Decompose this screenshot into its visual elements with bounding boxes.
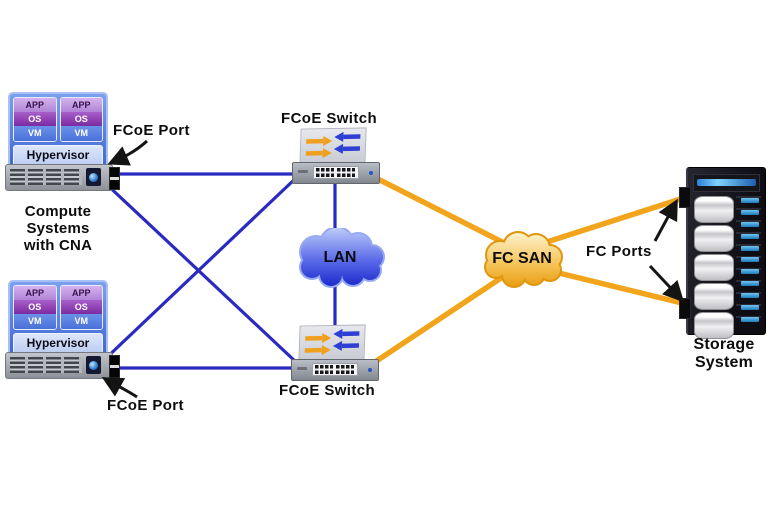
vm-layer: VM	[14, 314, 56, 329]
os-layer: OS	[60, 112, 102, 126]
led-bar-icon	[741, 198, 759, 203]
rack-server	[5, 352, 120, 379]
vm-layer: VM	[60, 314, 102, 329]
fc-san-label: FC SAN	[492, 250, 552, 267]
storage-caption-line: System	[694, 354, 754, 372]
port-group	[337, 168, 355, 177]
app-layer: APP	[60, 286, 102, 300]
led-bar-icon	[741, 233, 759, 239]
fcoe-switch-label-top: FCoE Switch	[281, 110, 378, 127]
switch-ports	[313, 166, 359, 179]
led-bar-icon	[741, 209, 759, 215]
traffic-arrows-glyphs	[304, 328, 360, 356]
fc-ports-label: FC Ports	[586, 243, 652, 260]
led-bar-icon	[741, 221, 759, 227]
vm-layer: VM	[14, 126, 56, 141]
lan-cloud-body	[301, 228, 383, 286]
fcoe-port-label-bottom: FCoE Port	[107, 397, 184, 414]
port-group	[336, 365, 354, 374]
vm-layer: VM	[60, 126, 102, 141]
port-group	[316, 168, 334, 177]
fc-san-cloud-icon	[484, 231, 563, 288]
port-group	[315, 365, 333, 374]
rack-server	[5, 164, 120, 191]
server-vendor-icon	[86, 356, 101, 374]
server-vendor-icon	[86, 168, 101, 186]
hypervisor-label: Hypervisor	[13, 145, 103, 166]
vm-stack: APP OS VM	[13, 285, 57, 330]
hypervisor-chassis: APP OS VM APP OS VM Hypervisor	[8, 280, 108, 359]
storage-system	[679, 167, 766, 339]
lan-cloud-icon	[299, 228, 385, 288]
compute-caption-line: Compute	[24, 203, 92, 220]
disk-stack	[694, 196, 734, 341]
switch-led-icon	[368, 368, 372, 372]
compute-caption-line: Systems	[26, 220, 90, 238]
vendor-dot-icon	[89, 360, 98, 370]
led-bar-icon	[741, 316, 759, 322]
eth-link-host2-switch1	[100, 176, 298, 364]
traffic-arrows-icon	[298, 324, 366, 364]
server-vents	[10, 169, 82, 185]
fcoe-port-1	[109, 167, 120, 190]
vm-stack: APP OS VM	[59, 97, 103, 142]
server-vents	[10, 357, 82, 373]
fc-link-switch1-san	[371, 174, 525, 255]
disk-icon	[694, 312, 734, 339]
switch-chassis	[292, 162, 380, 184]
lan-label: LAN	[323, 249, 357, 266]
disk-icon	[694, 196, 734, 223]
fcoe-port-2	[109, 355, 120, 378]
disk-icon	[694, 283, 734, 310]
fc-san-cloud-body	[486, 233, 561, 286]
app-layer: APP	[14, 286, 56, 300]
vendor-dot-icon	[89, 172, 98, 182]
led-bar-icon	[741, 281, 759, 287]
compute-caption: Compute Systems with CNA	[10, 203, 106, 254]
switch-chassis	[291, 359, 379, 381]
led-bar-icon	[741, 293, 759, 299]
os-layer: OS	[60, 300, 102, 314]
led-bar-icon	[741, 305, 759, 311]
storage-display-bar	[697, 179, 756, 186]
vm-stack: APP OS VM	[13, 97, 57, 142]
led-bar-icon	[741, 257, 759, 263]
storage-led-column	[741, 198, 759, 322]
led-bar-icon	[741, 269, 759, 275]
disk-icon	[694, 254, 734, 281]
os-layer: OS	[14, 300, 56, 314]
storage-caption: Storage System	[680, 336, 768, 372]
led-bar-icon	[741, 245, 759, 251]
fcoe-switch-label-bottom: FCoE Switch	[279, 382, 376, 399]
app-layer: APP	[14, 98, 56, 112]
fc-port-2	[679, 298, 691, 319]
fc-port-1	[679, 187, 691, 208]
fcoe-port-label-top: FCoE Port	[113, 122, 190, 139]
hypervisor-chassis: APP OS VM APP OS VM Hypervisor	[8, 92, 108, 171]
traffic-arrows-glyphs	[305, 131, 361, 159]
app-layer: APP	[60, 98, 102, 112]
vm-stack: APP OS VM	[59, 285, 103, 330]
disk-icon	[694, 225, 734, 252]
traffic-arrows-icon	[299, 127, 367, 167]
fc-link-switch2-san	[369, 261, 525, 367]
compute-caption-line: with CNA	[23, 237, 93, 255]
storage-caption-line: Storage	[693, 336, 755, 353]
switch-ports	[312, 363, 358, 376]
os-layer: OS	[14, 112, 56, 126]
storage-display-panel	[693, 174, 760, 192]
switch-led-icon	[369, 171, 373, 175]
hypervisor-label: Hypervisor	[13, 333, 103, 354]
